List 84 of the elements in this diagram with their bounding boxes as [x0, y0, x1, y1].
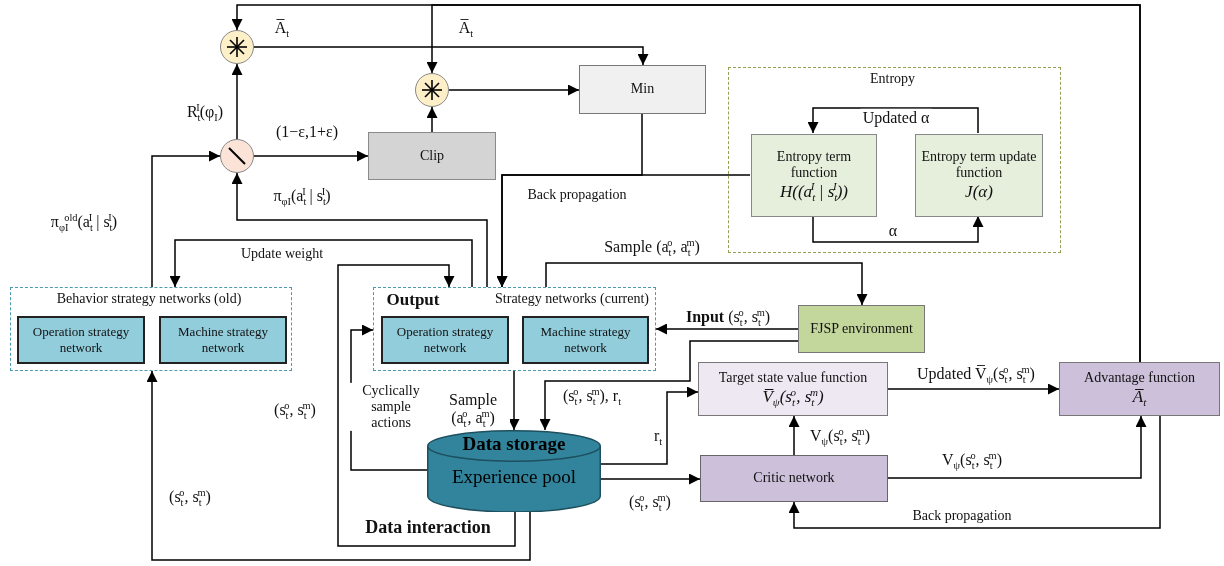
- node-label: FJSP environment: [810, 320, 913, 338]
- node-label: Operation strategy network: [31, 324, 131, 356]
- edge-label: π$_{φI}$(a$_{t}$$^{I}$ | s$_{t}$$^{I}$): [271, 186, 333, 206]
- circle-node: [415, 73, 449, 107]
- network-box: [381, 316, 509, 364]
- edge-label: (1−ε,1+ε): [273, 122, 341, 142]
- function-box: [751, 134, 877, 217]
- arrow: [887, 383, 1060, 395]
- edge-label: Input (s$_{t}$$^{o}$, s$_{t}$$^{m}$): [683, 307, 773, 327]
- network-box: [522, 316, 649, 364]
- node-label: Operation strategy network: [395, 324, 495, 356]
- network-group-frame: [10, 287, 292, 371]
- arrow: [169, 239, 473, 288]
- network-box: [159, 316, 287, 364]
- arrow: [448, 84, 580, 96]
- edge-label: (s$_{t}$$^{o}$, s$_{t}$$^{m}$): [272, 400, 318, 420]
- arrow: [539, 340, 799, 431]
- arrow: [253, 150, 369, 162]
- arrow: [151, 150, 221, 288]
- annotation-text: Output: [385, 290, 441, 310]
- group-title: Behavior strategy networks (old): [56, 291, 242, 308]
- annotation-text: Data interaction: [364, 516, 492, 538]
- database-cylinder: [427, 430, 601, 512]
- function-box: [698, 362, 888, 416]
- edge-label: Updated V̅$_{ψ}$(s$_{t}$$^{o}$, s$_{t}$$^{m}$): [915, 364, 1037, 384]
- node-label: Target state value function: [718, 370, 868, 388]
- arrow: [426, 106, 438, 133]
- edge-label: (s$_{t}$$^{o}$, s$_{t}$$^{m}$): [627, 492, 673, 512]
- edge-label: Update weight: [239, 245, 325, 263]
- edge-label: R$_{t}$$^{I}$(φ$_{I}$): [184, 102, 226, 122]
- arrow: [812, 215, 984, 243]
- arrow: [545, 262, 868, 306]
- formula: A̅$_{t}$: [1132, 387, 1147, 408]
- min-box: [579, 65, 706, 114]
- group-title: Strategy networks (current): [495, 291, 649, 308]
- arrow: [231, 172, 488, 288]
- node-label: Data storage: [462, 433, 566, 456]
- node-label: Machine strategy network: [177, 324, 269, 356]
- edge-label: Sample (a$_{t}$$^{o}$, a$_{t}$$^{m}$): [602, 237, 702, 257]
- edge-label: Back propagation: [910, 507, 1014, 525]
- clip-box: [368, 132, 496, 180]
- edge-label: V$_{ψ}$(s$_{t}$$^{o}$, s$_{t}$$^{m}$): [940, 450, 1004, 470]
- arrow: [146, 370, 531, 561]
- arrow: [600, 386, 699, 465]
- edge-label: (s$_{t}$$^{o}$, s$_{t}$$^{m}$), r$_{t}$: [560, 386, 624, 406]
- node-label: Critic network: [753, 470, 835, 487]
- edge-label: A̅$_{t}$: [456, 18, 476, 38]
- node-label: Advantage function: [1084, 370, 1195, 388]
- node-label: Machine strategy network: [539, 324, 632, 356]
- formula: J(α): [965, 182, 993, 203]
- arrow: [496, 174, 751, 288]
- circle-node: [220, 139, 254, 173]
- arrow: [788, 415, 1161, 529]
- edge-label: Updated α: [860, 108, 932, 128]
- edge-label: Back propagation: [525, 186, 629, 204]
- node-label: Min: [630, 81, 655, 98]
- arrow: [426, 4, 1141, 363]
- arrow: [337, 264, 516, 547]
- node-label: Entropy term update function: [920, 148, 1038, 183]
- node-label: Experience pool: [452, 465, 576, 489]
- function-box: [1059, 362, 1220, 416]
- formula: H((a$_{t}$$^{I}$ | s$_{t}$$^{I}$)): [780, 182, 848, 203]
- node-label: Entropy term function: [775, 148, 853, 183]
- network-box: [700, 455, 888, 502]
- edge-label: (s$_{t}$$^{o}$, s$_{t}$$^{m}$): [167, 487, 213, 507]
- node-label: Clip: [419, 147, 445, 165]
- arrow: [253, 46, 649, 66]
- arrow: [807, 107, 979, 134]
- edge-label: A̅$_{t}$: [272, 18, 292, 38]
- edge-label: π$_{φI}$$^{old}$(a$_{t}$$^{I}$ | s$_{t}$$^{I}$): [48, 212, 120, 232]
- entropy-group-frame: [728, 67, 1061, 253]
- edge-label: V$_{ψ}$(s$_{t}$$^{o}$, s$_{t}$$^{m}$): [808, 426, 872, 446]
- arrow: [655, 323, 799, 335]
- arrow: [600, 473, 701, 485]
- network-group-frame: [373, 287, 656, 371]
- group-title: Entropy: [869, 71, 916, 88]
- circle-node: [220, 30, 254, 64]
- arrow: [887, 415, 1147, 479]
- arrow: [231, 63, 243, 140]
- network-box: [17, 316, 145, 364]
- arrow: [788, 415, 800, 456]
- environment-box: [798, 305, 925, 353]
- formula: V̅$_{ψ}$(s$_{t}$$^{o}$, s$_{t}$$^{m}$): [762, 387, 824, 408]
- function-box: [915, 134, 1043, 217]
